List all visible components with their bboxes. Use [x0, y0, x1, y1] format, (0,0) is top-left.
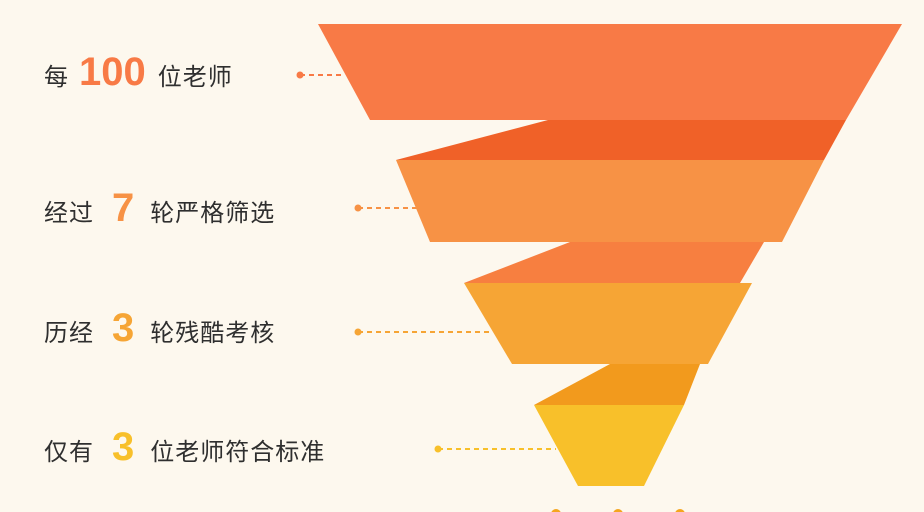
row-prefix: 每	[44, 63, 69, 91]
row-prefix: 仅有	[44, 438, 94, 466]
row-number: 3	[112, 425, 135, 469]
bottom-dot	[613, 509, 623, 512]
row-suffix: 轮严格筛选	[150, 199, 276, 227]
funnel-layer	[534, 405, 684, 486]
row-suffix: 轮残酷考核	[150, 319, 276, 347]
leader-dot	[354, 204, 362, 212]
funnel-row-label: 每 100 位老师	[44, 52, 233, 92]
row-number: 100	[79, 50, 146, 94]
funnel-connector	[534, 364, 700, 405]
funnel-layer	[464, 283, 752, 364]
funnel-row-label: 仅有 3 位老师符合标准	[44, 427, 325, 467]
funnel-layer	[318, 24, 902, 120]
row-suffix: 位老师	[157, 63, 233, 91]
row-number: 7	[112, 186, 135, 230]
leader-dot	[354, 328, 362, 336]
bottom-dot	[675, 509, 685, 512]
row-prefix: 经过	[44, 199, 94, 227]
leader-dot	[434, 445, 442, 453]
funnel-connector	[396, 120, 846, 160]
row-prefix: 历经	[44, 319, 94, 347]
funnel-row-label: 经过 7 轮严格筛选	[44, 188, 275, 228]
leader-dot	[296, 71, 304, 79]
funnel-row-label: 历经 3 轮残酷考核	[44, 308, 275, 348]
bottom-dot	[551, 509, 561, 512]
row-suffix: 位老师符合标准	[150, 438, 326, 466]
funnel-layer	[396, 160, 824, 242]
funnel-connector	[464, 242, 764, 283]
row-number: 3	[112, 306, 135, 350]
